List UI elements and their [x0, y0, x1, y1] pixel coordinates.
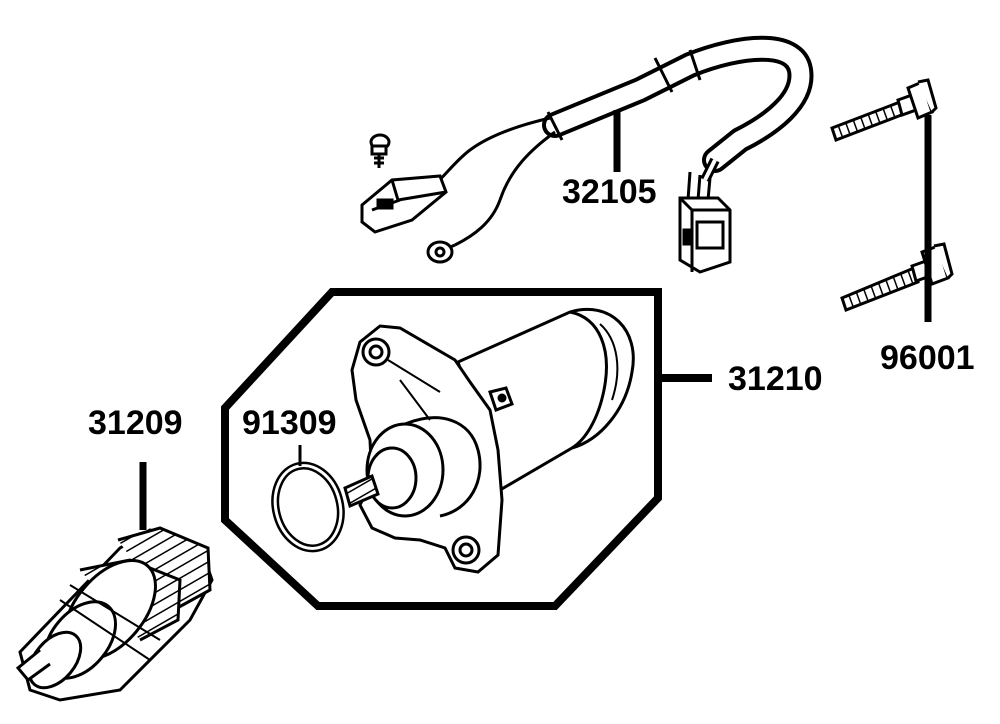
mounting-bolt-upper [830, 78, 938, 142]
mounting-bolt-lower [840, 242, 954, 312]
o-ring-91309 [271, 461, 345, 553]
wire-harness [419, 35, 814, 247]
harness-connector-left [360, 174, 448, 234]
ring-terminal [426, 240, 456, 264]
part-label-32105: 32105 [562, 173, 657, 211]
part-label-31209: 31209 [88, 404, 183, 442]
part-label-96001: 96001 [880, 339, 975, 377]
assembly-frame-31210 [221, 288, 662, 610]
starter-drive-gear [15, 526, 214, 702]
part-label-91309: 91309 [242, 404, 337, 442]
starter-motor [343, 307, 635, 574]
harness-connector-right [678, 196, 732, 274]
part-label-31210: 31210 [728, 360, 823, 398]
small-screw [369, 133, 391, 168]
